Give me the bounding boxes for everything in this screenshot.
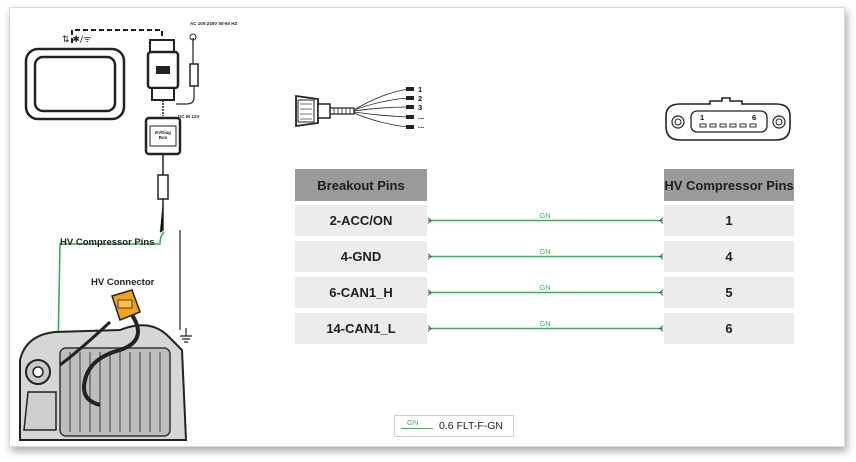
wire-end-left xyxy=(427,217,432,224)
wire-color-label: GN xyxy=(539,247,551,256)
wire-end-left xyxy=(427,325,432,332)
wire-end-right xyxy=(659,289,664,296)
breakout-cable-icon xyxy=(295,87,414,129)
vci-device-icon xyxy=(146,39,180,101)
compressor-pin-cell: 5 xyxy=(664,277,794,308)
breakout-wire-label: ... xyxy=(418,121,425,130)
hv-compressor-pins-label: HV Compressor Pins xyxy=(60,237,155,248)
wire-color-label: GN xyxy=(539,211,551,220)
breakout-pin-cell: 2-ACC/ON xyxy=(295,205,427,236)
wire-end-right xyxy=(659,253,664,260)
compressor-pin-cell: 4 xyxy=(664,241,794,272)
wire-color-label: GN xyxy=(539,283,551,292)
power-plug-icon xyxy=(176,33,199,105)
breakout-pins-header: Breakout Pins xyxy=(295,169,427,201)
wire-color-label: GN xyxy=(539,319,551,328)
power-spec-label: AC 100-240V 50-60 HZ xyxy=(190,21,238,26)
breakout-wire-label: 2 xyxy=(418,94,423,103)
legend-text: 0.6 FLT-F-GN xyxy=(439,420,503,432)
legend-wire-swatch xyxy=(401,428,433,430)
hv-connector-icon xyxy=(111,289,141,321)
wireless-icon: ⇅ ✱/ᯤ xyxy=(62,35,91,45)
compressor-pin-cell: 6 xyxy=(664,313,794,344)
breakout-pin-cell: 6-CAN1_H xyxy=(295,277,427,308)
box-label: EVDiag Box xyxy=(155,130,171,140)
hv-connector-label: HV Connector xyxy=(91,277,155,288)
wire-end-left xyxy=(427,289,432,296)
wire-legend: GN 0.6 FLT-F-GN xyxy=(394,415,514,437)
compressor-pin-cell: 1 xyxy=(664,205,794,236)
legend-code: GN xyxy=(407,418,419,427)
wire-connections xyxy=(427,217,664,332)
breakout-pin-cell: 4-GND xyxy=(295,241,427,272)
compressor-illustration xyxy=(19,310,188,441)
breakout-wire-label: 3 xyxy=(418,103,423,112)
connector-pin-first-label: 1 xyxy=(700,113,705,122)
wire-end-right xyxy=(659,217,664,224)
breakout-wire-label: 1 xyxy=(418,85,423,94)
compressor-connector-icon xyxy=(665,97,791,141)
breakout-wire-label: ... xyxy=(418,112,425,121)
evdiag-box-icon xyxy=(144,116,182,156)
wire-end-left xyxy=(427,253,432,260)
connector-pin-last-label: 6 xyxy=(752,113,757,122)
ground-icon xyxy=(180,328,192,343)
breakout-pin-cell: 14-CAN1_L xyxy=(295,313,427,344)
hv-compressor-pins-header: HV Compressor Pins xyxy=(664,169,794,201)
dc-spec-label: DC IN 12V xyxy=(178,114,200,119)
wire-end-right xyxy=(659,325,664,332)
tablet-icon xyxy=(24,47,126,121)
green-wire-illustration xyxy=(57,231,165,353)
